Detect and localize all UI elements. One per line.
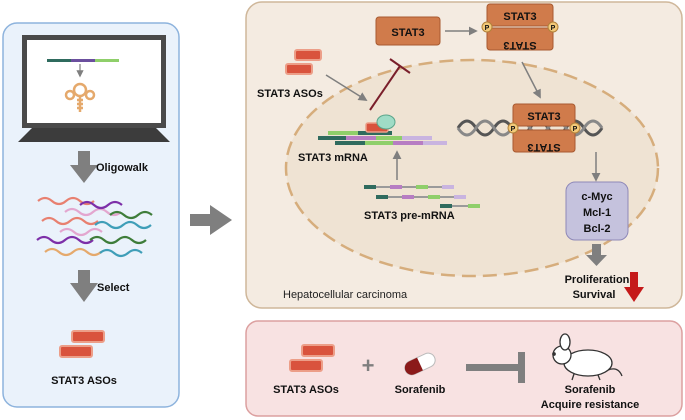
stat3-protein-box — [375, 16, 441, 46]
stat3-protein-label: STAT3 — [391, 27, 424, 39]
target-gene-label: c-Myc — [581, 191, 612, 203]
arrow-icon — [325, 74, 368, 101]
dna-helix-icon — [456, 119, 604, 137]
dna-dimer-top-label: STAT3 — [527, 111, 560, 123]
arrow-down-icon — [586, 244, 607, 266]
inhibition-icon — [369, 58, 411, 111]
dimer-bottom-label: STAT3 — [503, 39, 536, 51]
cell-caption: Hepatocellular carcinoma — [283, 289, 408, 301]
target-genes-box — [565, 181, 629, 241]
rna-strands-icon — [36, 196, 153, 258]
aso-icon — [289, 344, 335, 372]
dimer-top-label: STAT3 — [503, 11, 536, 23]
outcome-resistance-label: Acquire resistance — [541, 399, 639, 411]
arrow-right-icon — [190, 205, 232, 235]
aso-bound-icon — [365, 114, 396, 133]
drug-label: Sorafenib — [395, 384, 446, 396]
dna-dimer-bottom-label: STAT3 — [527, 141, 560, 153]
phospho-label: P — [551, 25, 556, 32]
outcome-sorafenib-label: Sorafenib — [565, 384, 616, 396]
target-gene-label: Bcl-2 — [584, 223, 611, 235]
oligowalk-label: Oligowalk — [96, 162, 149, 174]
mouse-icon — [552, 333, 623, 381]
aso-icon — [285, 49, 322, 75]
left-aso-label: STAT3 ASOs — [51, 375, 117, 387]
arrow-icon — [521, 61, 541, 99]
nucleus — [284, 58, 660, 278]
phospho-label: P — [511, 126, 516, 133]
bottom-aso-label: STAT3 ASOs — [273, 384, 339, 396]
target-gene-label: Mcl-1 — [583, 207, 611, 219]
pre-mrna-label: STAT3 pre-mRNA — [364, 210, 455, 222]
phospho-label: P — [573, 126, 578, 133]
stat3-dimer-dna: STAT3 STAT3 P P — [507, 103, 581, 153]
computer-monitor-icon — [18, 35, 170, 142]
pre-mrna-icon — [364, 185, 480, 208]
plus-symbol: + — [362, 353, 375, 378]
mrna-label: STAT3 mRNA — [298, 152, 368, 164]
inhibition-icon — [466, 352, 525, 383]
aso-icon — [59, 330, 105, 358]
outcome-survival-label: Survival — [573, 289, 616, 301]
arrow-down-icon — [70, 270, 98, 302]
rna-hairpin-icon — [64, 82, 96, 112]
select-label: Select — [97, 282, 130, 294]
mrna-icon — [318, 131, 447, 145]
phospho-label: P — [485, 25, 490, 32]
bottom-panel — [245, 320, 683, 417]
arrow-down-icon — [70, 151, 98, 183]
down-arrow-red-icon — [624, 272, 644, 302]
sequence-bar-icon — [47, 59, 119, 62]
cell-aso-label: STAT3 ASOs — [257, 88, 323, 100]
capsule-icon — [404, 352, 436, 376]
outcome-proliferation-label: Proliferation — [565, 274, 630, 286]
stat3-dimer: STAT3 STAT3 P P — [481, 3, 559, 51]
